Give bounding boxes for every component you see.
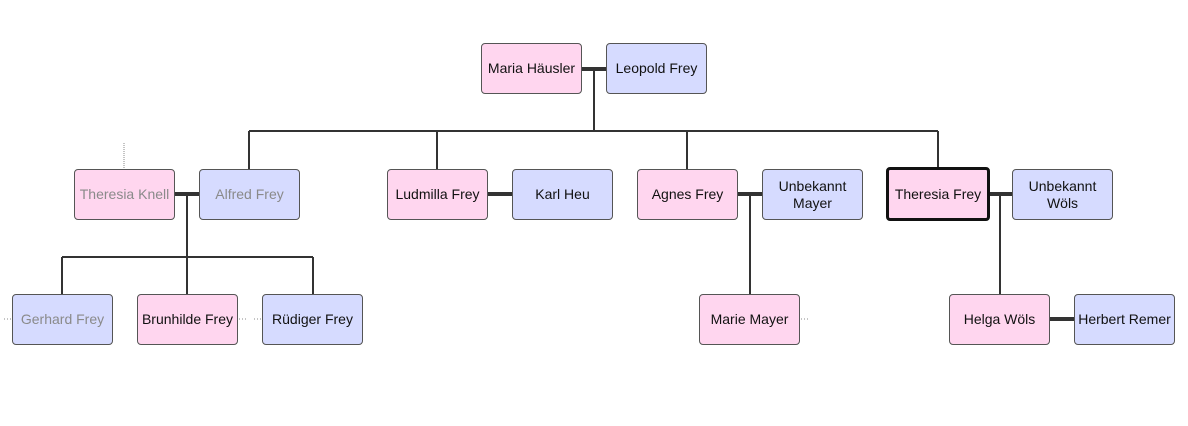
person-theresia-frey-selected[interactable]: Theresia Frey (886, 167, 990, 221)
person-helga-woels[interactable]: Helga Wöls (949, 294, 1050, 345)
person-alfred-frey[interactable]: Alfred Frey (199, 169, 300, 220)
person-theresia-knell[interactable]: Theresia Knell (74, 169, 175, 220)
person-brunhilde-frey[interactable]: Brunhilde Frey (137, 294, 238, 345)
person-unbekannt-mayer[interactable]: Unbekannt Mayer (762, 169, 863, 220)
person-ruediger-frey[interactable]: Rüdiger Frey (262, 294, 363, 345)
person-karl-heu[interactable]: Karl Heu (512, 169, 613, 220)
person-marie-mayer[interactable]: Marie Mayer (699, 294, 800, 345)
person-maria-haeusler[interactable]: Maria Häusler (481, 43, 582, 94)
person-unbekannt-woels[interactable]: Unbekannt Wöls (1012, 169, 1113, 220)
person-agnes-frey[interactable]: Agnes Frey (637, 169, 738, 220)
person-leopold-frey[interactable]: Leopold Frey (606, 43, 707, 94)
person-ludmilla-frey[interactable]: Ludmilla Frey (387, 169, 488, 220)
person-gerhard-frey[interactable]: Gerhard Frey (12, 294, 113, 345)
person-herbert-remer[interactable]: Herbert Remer (1074, 294, 1175, 345)
